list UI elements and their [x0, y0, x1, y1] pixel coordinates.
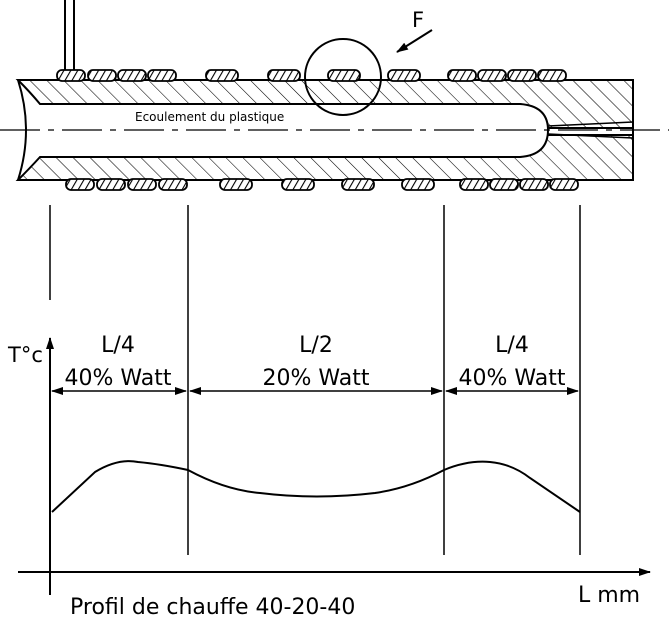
flow-label: Ecoulement du plastique: [135, 110, 284, 124]
force-label: F: [412, 8, 424, 32]
nozzle-body: [0, 79, 669, 181]
y-axis-label: T°c: [7, 343, 43, 367]
zone-2-power: 20% Watt: [263, 366, 370, 391]
zone-3-power: 40% Watt: [459, 366, 566, 391]
diagram-caption: Profil de chauffe 40-20-40: [70, 595, 355, 620]
zone-2-fraction: L/2: [299, 333, 333, 358]
zone-1-fraction: L/4: [101, 333, 135, 358]
temperature-profile-curve: [51, 460, 581, 513]
x-axis-label: L mm: [578, 583, 640, 608]
zone-boundaries: [49, 205, 581, 555]
force-arrow: [396, 29, 433, 53]
zone-1-power: 40% Watt: [65, 366, 172, 391]
thermocouple-probe: [64, 0, 75, 72]
heater-bands-top: [56, 69, 567, 82]
heater-bands-bottom: [65, 178, 579, 191]
detail-circle: [304, 38, 382, 116]
axes: [18, 337, 651, 595]
zone-3-fraction: L/4: [495, 333, 529, 358]
